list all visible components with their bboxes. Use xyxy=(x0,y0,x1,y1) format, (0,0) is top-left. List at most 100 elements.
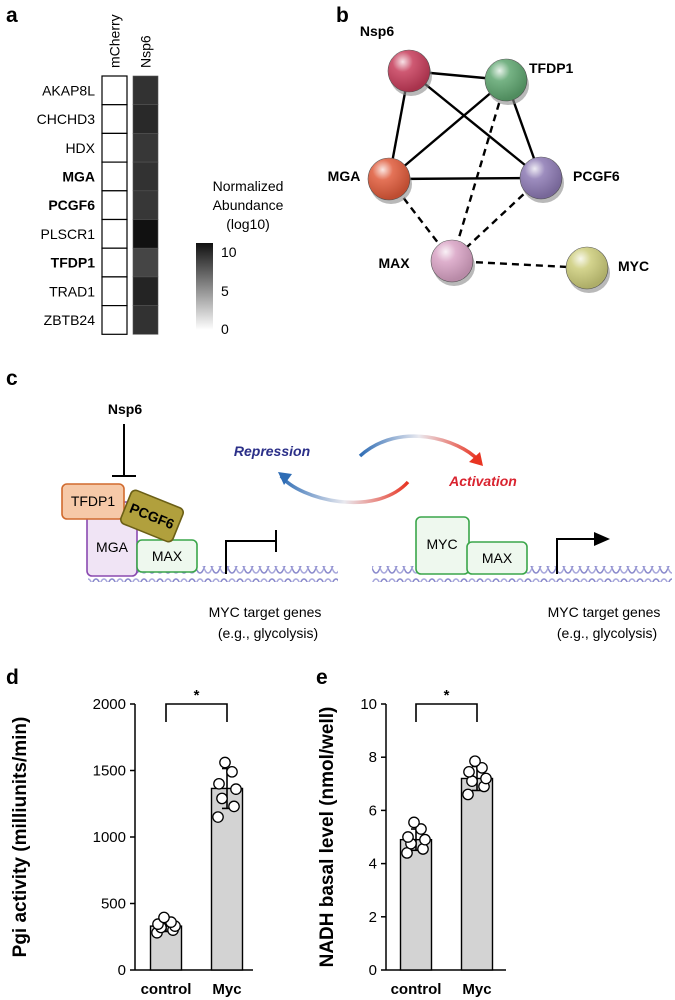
network-label-pcgf6: PCGF6 xyxy=(573,168,620,184)
target-genes-right-line1: MYC target genes xyxy=(548,604,661,620)
data-point xyxy=(226,765,238,778)
network-label-max: MAX xyxy=(378,255,410,271)
significance-star: * xyxy=(194,687,200,704)
bar-myc xyxy=(460,777,494,971)
y-tick-label: 1000 xyxy=(93,829,126,846)
panel-label-d: d xyxy=(6,666,19,689)
legend-title-line1: Normalized xyxy=(213,178,284,194)
heatmap-cell xyxy=(101,305,128,335)
y-axis-label: Pgi activity (milliunits/min) xyxy=(10,717,31,958)
heatmap-row-label: AKAP8L xyxy=(42,82,95,98)
network-node-highlight xyxy=(388,50,430,92)
y-tick-label: 1500 xyxy=(93,763,126,780)
data-point xyxy=(228,800,240,813)
heatmap-cell xyxy=(101,75,128,106)
heatmap-column-label: Nsp6 xyxy=(138,35,154,68)
data-point xyxy=(419,833,431,846)
network-edge-max-myc xyxy=(451,259,588,270)
y-tick-label: 2000 xyxy=(93,696,126,713)
data-point xyxy=(417,843,429,855)
heatmap-cell xyxy=(132,305,159,335)
network-edge-nsp6-pcgf6 xyxy=(408,70,542,179)
heatmap-row-label: TRAD1 xyxy=(49,283,95,299)
legend-tick-5: 5 xyxy=(221,283,229,299)
heatmap-cell xyxy=(132,104,159,134)
network-edge-tfdp1-mga xyxy=(388,79,507,180)
tfdp1-box-label: TFDP1 xyxy=(71,493,116,509)
repression-arc xyxy=(279,474,410,505)
tfdp1-box xyxy=(61,483,125,520)
legend-title-line2: Abundance xyxy=(213,197,284,213)
legend-tick-0: 0 xyxy=(221,321,229,337)
heatmap-cell xyxy=(101,218,128,249)
heatmap-cell xyxy=(132,276,159,306)
network-label-tfdp1: TFDP1 xyxy=(529,60,574,76)
activation-arc xyxy=(358,434,480,462)
panel-label-a: a xyxy=(6,4,18,27)
heatmap-column-label: mCherry xyxy=(107,14,123,68)
legend-tick-10: 10 xyxy=(221,244,237,260)
data-point xyxy=(408,816,420,829)
heatmap-row-label: PLSCR1 xyxy=(41,226,96,242)
heatmap-cell xyxy=(101,247,128,278)
network-node-highlight xyxy=(520,157,562,199)
significance-bracket xyxy=(165,703,228,722)
y-tick-label: 0 xyxy=(118,962,126,979)
panel-label-b: b xyxy=(336,4,349,27)
data-point xyxy=(216,792,228,805)
repression-arrowhead xyxy=(278,472,292,485)
heatmap-row-label: ZBTB24 xyxy=(44,312,96,328)
network-edge-mga-pcgf6 xyxy=(388,176,542,181)
y-tick-label: 8 xyxy=(369,749,377,766)
y-tick-label: 0 xyxy=(369,962,377,979)
activation-label: Activation xyxy=(448,473,517,489)
y-tick-label: 500 xyxy=(101,896,126,913)
network-label-myc: MYC xyxy=(618,258,649,274)
data-point xyxy=(476,761,488,774)
x-tick-label-control: control xyxy=(141,981,192,998)
mga-box-label: MGA xyxy=(96,539,129,555)
legend-colorbar xyxy=(196,243,213,330)
heatmap-row-label: CHCHD3 xyxy=(37,111,96,127)
heatmap-cell xyxy=(132,247,159,278)
data-point xyxy=(462,788,474,801)
myc-box-label: MYC xyxy=(426,536,457,552)
heatmap-legend: Normalized Abundance (log10) 10 5 0 xyxy=(196,178,284,337)
y-tick-label: 4 xyxy=(369,856,377,873)
x-tick-label-control: control xyxy=(391,981,442,998)
heatmap-cell xyxy=(132,190,159,220)
heatmap-row-label: PCGF6 xyxy=(48,197,95,213)
heatmap-cell xyxy=(101,276,128,307)
y-tick-label: 6 xyxy=(369,802,377,819)
y-axis-label: NADH basal level (nmol/well) xyxy=(317,707,338,968)
data-point xyxy=(213,777,225,790)
heatmap-row-label: MGA xyxy=(62,168,95,184)
data-point xyxy=(212,811,224,823)
panel-label-c: c xyxy=(6,367,18,390)
network-node-highlight xyxy=(566,247,608,289)
heatmap-cell xyxy=(101,104,128,134)
heatmap-cell xyxy=(101,161,128,192)
data-point xyxy=(158,911,170,924)
x-tick-label-myc: Myc xyxy=(462,981,491,998)
y-tick-label: 2 xyxy=(369,909,377,926)
target-genes-left-line2: (e.g., glycolysis) xyxy=(218,625,318,641)
network-node-highlight xyxy=(368,158,410,200)
data-point xyxy=(463,765,475,778)
nsp6-label: Nsp6 xyxy=(108,401,142,417)
legend-title-line3: (log10) xyxy=(226,216,270,232)
x-tick-label-myc: Myc xyxy=(212,981,241,998)
data-point xyxy=(469,755,481,768)
data-point xyxy=(219,756,231,769)
max-box-right-label: MAX xyxy=(482,550,513,566)
repression-label: Repression xyxy=(234,443,310,459)
data-point xyxy=(415,823,427,835)
max-box-left-label: MAX xyxy=(152,548,183,564)
data-point xyxy=(480,772,492,785)
heatmap-cell xyxy=(132,133,159,163)
panel-label-e: e xyxy=(316,666,328,689)
